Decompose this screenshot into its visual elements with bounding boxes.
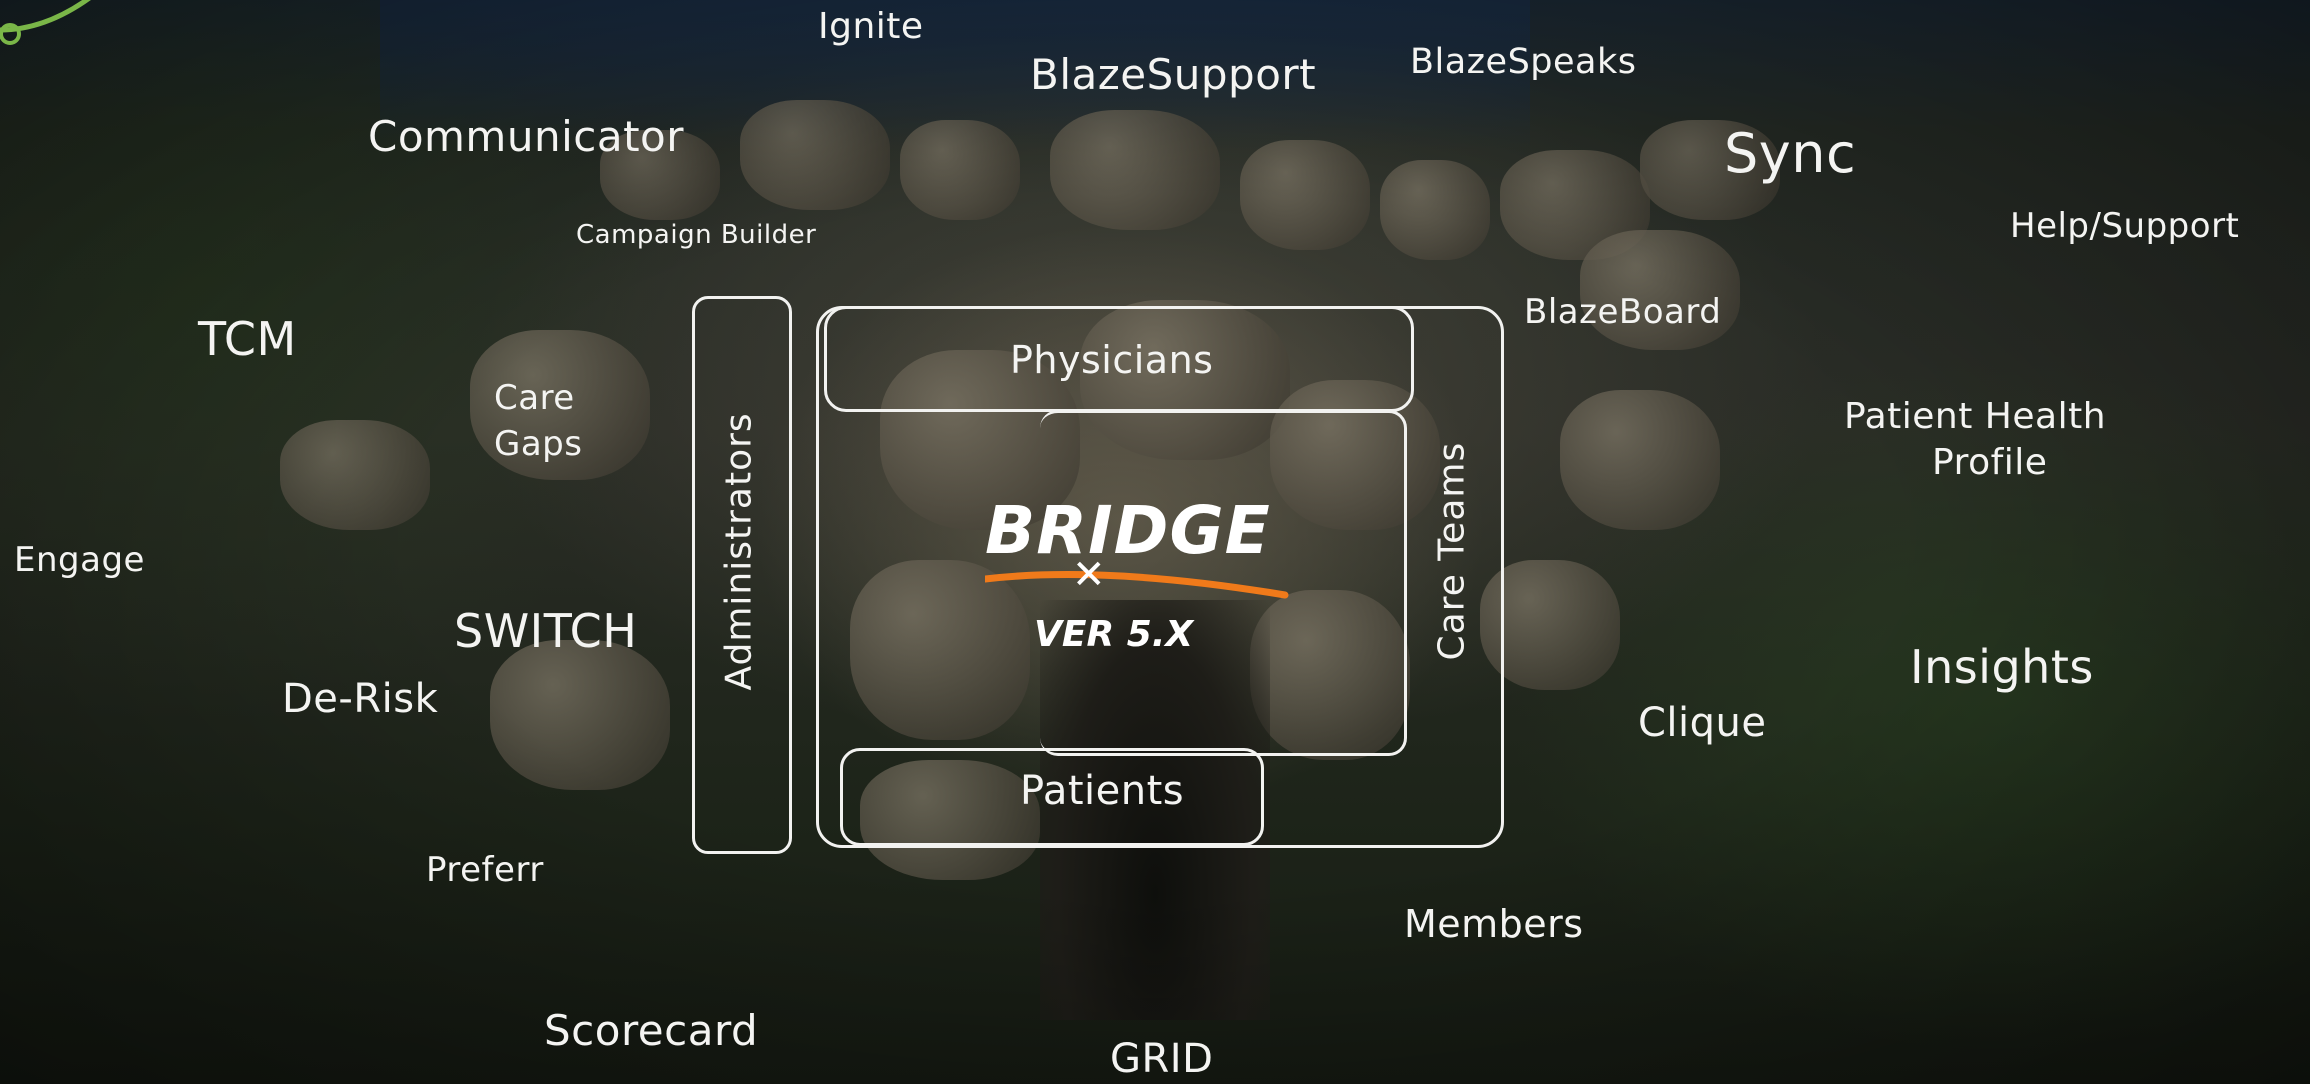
module-patient-health-profile-line1: Patient Health	[1844, 396, 2107, 437]
module-sync: Sync	[1724, 122, 1857, 185]
stone	[1640, 120, 1780, 220]
version-label: VER 5.X	[1034, 614, 1194, 655]
module-tcm: TCM	[198, 312, 297, 366]
patients-label: Patients	[1020, 768, 1185, 814]
logo-x-mark: ✕	[1072, 552, 1106, 598]
brand-logo-arc	[0, 0, 91, 45]
module-grid: GRID	[1110, 1036, 1214, 1082]
stone	[1270, 380, 1440, 530]
stone	[600, 130, 720, 220]
stone	[1560, 390, 1720, 530]
stone	[490, 640, 670, 790]
care-teams-label: Care Teams	[1431, 441, 1473, 661]
orange-swoosh	[985, 571, 1289, 599]
module-blaze-support: BlazeSupport	[1030, 50, 1317, 99]
module-members: Members	[1404, 902, 1584, 946]
stone	[1050, 110, 1220, 230]
stone	[850, 560, 1030, 740]
module-patient-health-profile-line2: Profile	[1932, 442, 2048, 483]
stone	[740, 100, 890, 210]
module-blaze-board: BlazeBoard	[1524, 292, 1722, 332]
module-help-support: Help/Support	[2010, 206, 2240, 246]
module-campaign-builder: Campaign Builder	[576, 220, 817, 250]
stone	[470, 330, 650, 480]
inner-core-box	[1040, 410, 1407, 756]
module-switch: SWITCH	[454, 604, 638, 658]
stone	[1240, 140, 1370, 250]
physicians-label: Physicians	[1010, 338, 1214, 382]
administrators-box	[692, 296, 792, 854]
module-care-gaps-line1: Care	[494, 378, 575, 418]
module-preferr: Preferr	[426, 850, 544, 890]
module-care-gaps-line2: Gaps	[494, 424, 583, 464]
module-clique: Clique	[1638, 700, 1767, 746]
module-insights: Insights	[1910, 640, 2094, 694]
stone	[1080, 300, 1290, 460]
module-scorecard: Scorecard	[544, 1006, 759, 1055]
stone	[860, 760, 1040, 880]
administrators-label: Administrators	[718, 412, 760, 691]
stone	[1580, 230, 1740, 350]
module-ignite: Ignite	[818, 6, 924, 47]
stone	[880, 350, 1080, 530]
stone	[1250, 590, 1410, 760]
module-engage: Engage	[14, 540, 145, 580]
module-blaze-speaks: BlazeSpeaks	[1410, 42, 1637, 82]
stone	[900, 120, 1020, 220]
module-de-risk: De-Risk	[282, 676, 439, 722]
stone-doorway	[1040, 600, 1270, 1020]
stone	[1380, 160, 1490, 260]
stone	[280, 420, 430, 530]
module-communicator: Communicator	[368, 112, 685, 161]
bridge-logo: BRIDGE	[985, 492, 1271, 569]
